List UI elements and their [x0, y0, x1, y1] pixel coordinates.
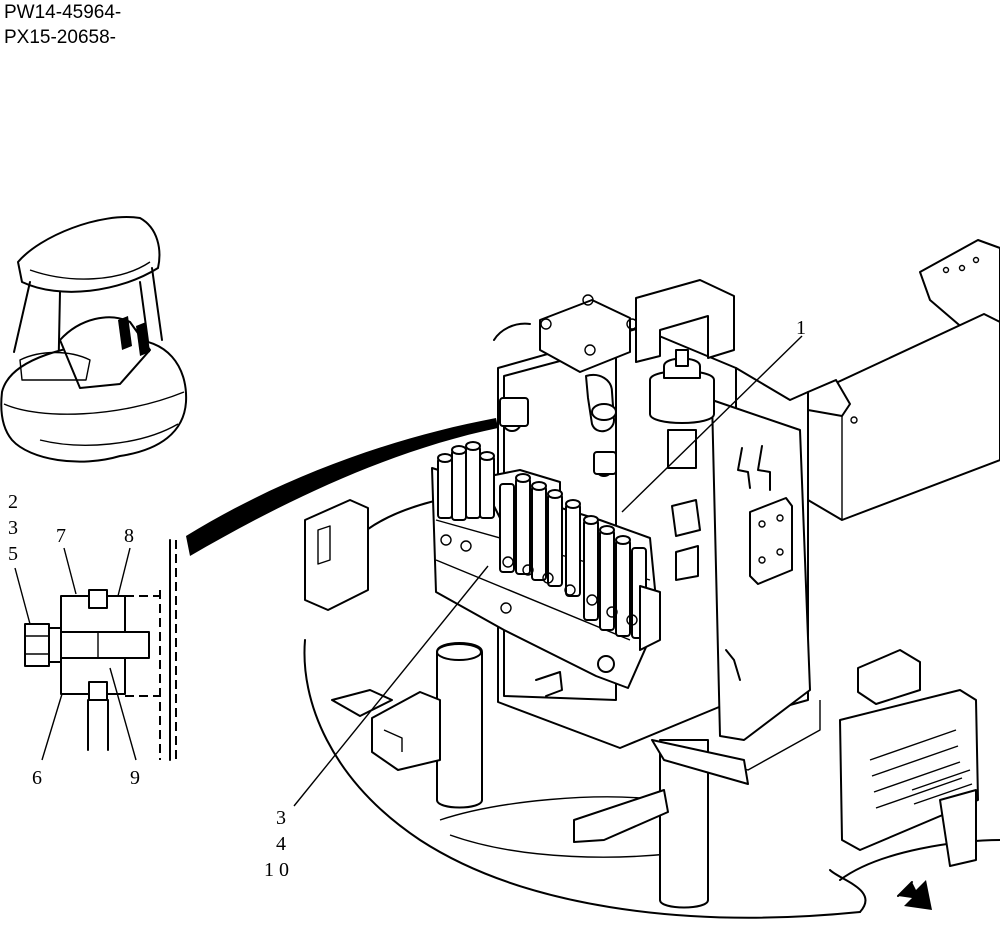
mounting-detail: [14, 539, 177, 761]
serial-line-2: PX15-20658-: [4, 27, 116, 48]
upper-frame: [303, 239, 1000, 919]
leader-lines: [293, 335, 803, 807]
callout-2: 2: [8, 491, 18, 513]
callout-6: 6: [32, 767, 42, 789]
callout-10: 1 0: [264, 859, 289, 881]
control-valve-assembly: [431, 397, 661, 697]
callout-3-detail: 3: [8, 517, 18, 539]
direction-arrow-icon: [897, 880, 932, 910]
callout-9: 9: [130, 767, 140, 789]
callout-7: 7: [56, 525, 66, 547]
serial-line-1: PW14-45964-: [4, 2, 122, 23]
machine-thumbnail: [0, 216, 188, 463]
callout-5: 5: [8, 543, 18, 565]
detail-pointer-arrow: [186, 418, 498, 556]
callout-4: 4: [276, 833, 286, 855]
callout-3-main: 3: [276, 807, 286, 829]
callout-1: 1: [796, 317, 806, 339]
callout-8: 8: [124, 525, 134, 547]
serial-range-header: PW14-45964- PX15-20658-: [4, 0, 121, 50]
